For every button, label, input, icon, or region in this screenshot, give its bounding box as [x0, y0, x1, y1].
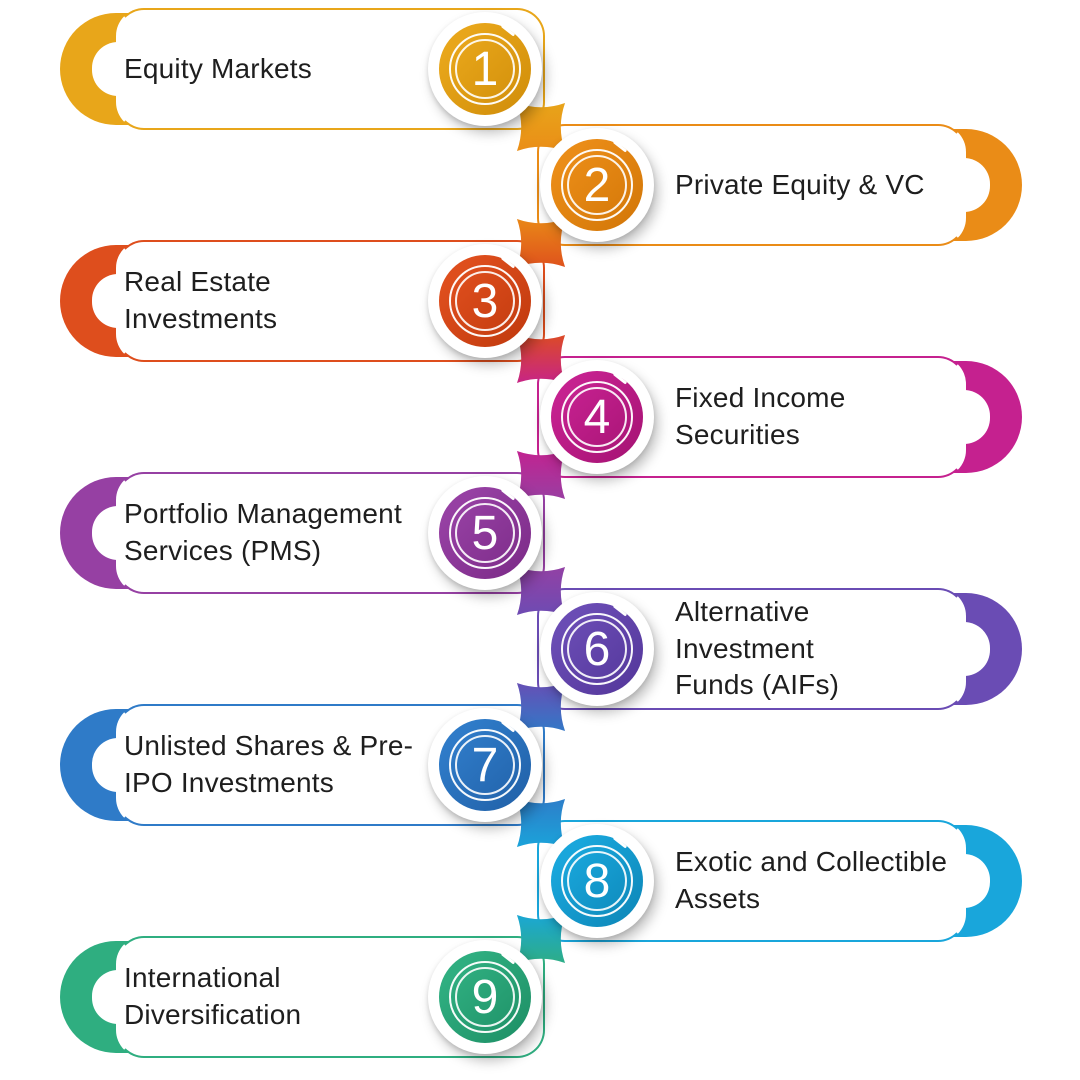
connector-shape [516, 914, 566, 964]
connector-shape [516, 450, 566, 500]
connector-diamond [505, 91, 577, 163]
list-item-pms: Portfolio Management Services (PMS) 5 [60, 472, 545, 594]
step-badge: 3 [428, 244, 542, 358]
step-number: 4 [583, 390, 611, 444]
badge-highlight-dash [500, 720, 516, 733]
item-label: Real Estate Investments [124, 266, 278, 334]
badge-highlight-dash [500, 24, 516, 37]
list-item-real-estate: Real Estate Investments 3 [60, 240, 545, 362]
list-item-equity-markets: Equity Markets 1 [60, 8, 545, 130]
step-badge: 6 [540, 592, 654, 706]
connector-diamond [505, 903, 577, 975]
step-number: 3 [471, 274, 499, 328]
step-badge: 2 [540, 128, 654, 242]
step-badge: 1 [428, 12, 542, 126]
connector-shape [516, 218, 566, 268]
step-number: 8 [583, 854, 611, 908]
connector-shape [516, 566, 566, 616]
step-badge: 8 [540, 824, 654, 938]
step-number: 7 [471, 738, 499, 792]
badge-disc: 6 [551, 603, 643, 695]
badge-disc: 1 [439, 23, 531, 115]
connector-shape [516, 798, 566, 848]
step-number: 5 [471, 506, 499, 560]
connector-diamond [505, 439, 577, 511]
badge-disc: 9 [439, 951, 531, 1043]
item-label: Fixed Income Securities [675, 382, 846, 450]
step-number: 2 [583, 158, 611, 212]
item-label: Unlisted Shares & Pre- IPO Investments [124, 730, 414, 798]
step-number: 9 [471, 970, 499, 1024]
badge-highlight-dash [612, 140, 628, 153]
badge-highlight-dash [500, 488, 516, 501]
step-badge: 5 [428, 476, 542, 590]
badge-disc: 4 [551, 371, 643, 463]
connector-shape [516, 682, 566, 732]
connector-diamond [505, 555, 577, 627]
list-item-international-diversification: International Diversification 9 [60, 936, 545, 1058]
item-label: International Diversification [124, 962, 302, 1030]
item-label: Private Equity & VC [675, 168, 925, 200]
step-badge: 7 [428, 708, 542, 822]
connector-diamond [505, 787, 577, 859]
item-label: Portfolio Management Services (PMS) [124, 498, 402, 566]
list-item-private-equity-vc: Private Equity & VC 2 [537, 124, 1022, 246]
badge-highlight-dash [500, 952, 516, 965]
step-number: 1 [471, 42, 499, 96]
badge-disc: 5 [439, 487, 531, 579]
step-number: 6 [583, 622, 611, 676]
connector-shape [516, 334, 566, 384]
item-label: Exotic and Collectible Assets [675, 846, 948, 914]
badge-highlight-dash [612, 604, 628, 617]
badge-highlight-dash [612, 372, 628, 385]
connector-diamond [505, 671, 577, 743]
badge-disc: 2 [551, 139, 643, 231]
list-item-fixed-income: Fixed Income Securities 4 [537, 356, 1022, 478]
item-label: Equity Markets [124, 52, 312, 84]
badge-disc: 7 [439, 719, 531, 811]
list-item-unlisted-shares: Unlisted Shares & Pre- IPO Investments 7 [60, 704, 545, 826]
connector-shape [516, 102, 566, 152]
badge-disc: 8 [551, 835, 643, 927]
item-label: Alternative Investment Funds (AIFs) [675, 595, 840, 701]
connector-diamond [505, 207, 577, 279]
step-badge: 4 [540, 360, 654, 474]
list-item-exotic-assets: Exotic and Collectible Assets 8 [537, 820, 1022, 942]
badge-disc: 3 [439, 255, 531, 347]
step-badge: 9 [428, 940, 542, 1054]
badge-highlight-dash [612, 836, 628, 849]
connector-diamond [505, 323, 577, 395]
list-item-aifs: Alternative Investment Funds (AIFs) 6 [537, 588, 1022, 710]
badge-highlight-dash [500, 256, 516, 269]
